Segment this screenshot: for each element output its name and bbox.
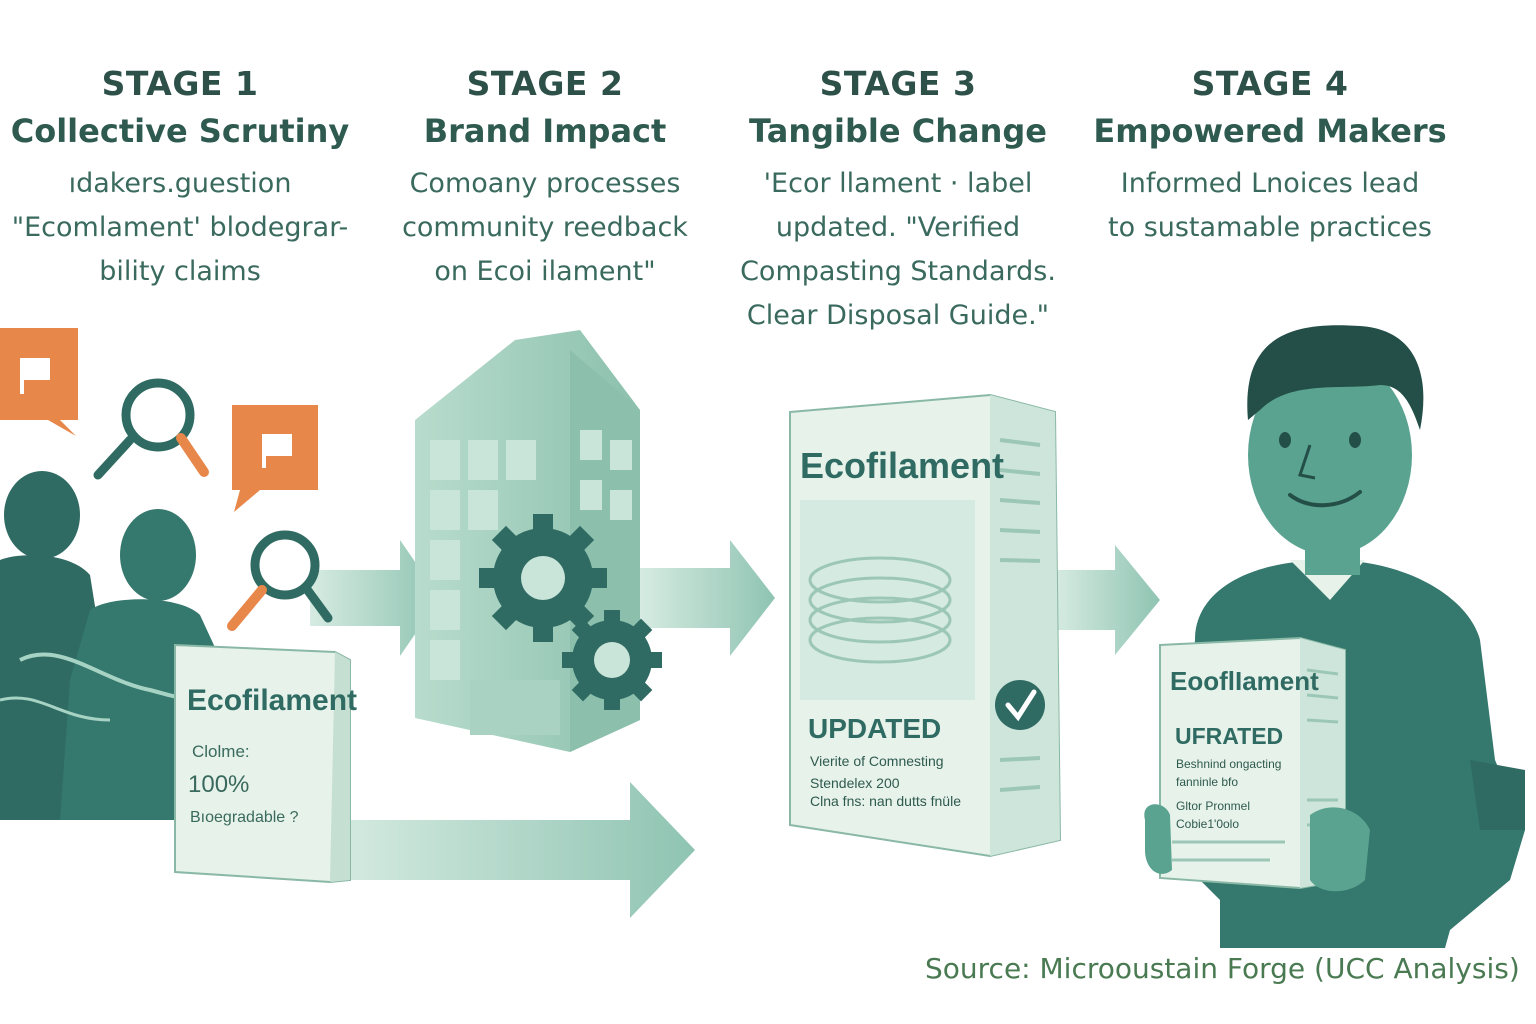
- arrow-icon: [330, 782, 695, 918]
- stage-2: STAGE 2 Brand Impact Comoany processes c…: [365, 62, 725, 294]
- box-brand: Ecofilament: [800, 445, 1004, 486]
- box-status: UFRATED: [1175, 723, 1283, 749]
- source-caption: Source: Microoustain Forge (UCC Analysis…: [925, 952, 1520, 985]
- box-line: Clolme:: [192, 742, 250, 761]
- box-line: 100%: [188, 771, 249, 798]
- box-line: Clna fns: nan dutts fnüle: [810, 793, 961, 809]
- stage-number: STAGE 2: [466, 64, 624, 103]
- stage-1: STAGE 1 Collective Scrutiny ıdakers.gues…: [0, 62, 360, 294]
- magnifier-icon: [93, 378, 209, 480]
- stage-4: STAGE 4 Empowered Makers Informed Lnoice…: [1090, 62, 1450, 250]
- stage-3: STAGE 3 Tangible Change 'Ecor llament · …: [718, 62, 1078, 338]
- stage-description: Informed Lnoices lead to sustamable prac…: [1108, 168, 1432, 243]
- box-brand: EooflIament: [1170, 666, 1319, 696]
- hands: [1144, 804, 1370, 892]
- stage-title: Tangible Change: [749, 112, 1047, 150]
- arrow-icon: [1055, 545, 1160, 655]
- box-line: Stendelex 200: [810, 775, 900, 791]
- stage-description: 'Ecor llament · label updated. "Verified…: [740, 168, 1056, 331]
- product-box-1: Ecofilament Clolme: 100% Bıoegradable ?: [174, 643, 357, 884]
- stage-title: Brand Impact: [423, 112, 667, 150]
- box-line: Cobie1'0olo: [1176, 817, 1239, 831]
- stage-description: ıdakers.guestion "Ecomlament' blodegrar-…: [11, 168, 349, 287]
- box-line: Gltor Pronmel: [1176, 799, 1250, 813]
- stage-title: Empowered Makers: [1093, 112, 1447, 150]
- arrow-icon: [640, 540, 775, 656]
- stage-number: STAGE 4: [1191, 64, 1349, 103]
- box-line: Bıoegradable ?: [190, 809, 299, 826]
- comment-icon: [0, 328, 78, 436]
- arrow-icon: [310, 540, 440, 656]
- checkmark-icon: [995, 680, 1045, 730]
- stage-number: STAGE 3: [819, 64, 977, 103]
- box-status: UPDATED: [808, 713, 941, 744]
- box-line: fanninle bfo: [1176, 775, 1238, 789]
- gear-icon: [562, 610, 662, 710]
- stage-description: Comoany processes community reedback on …: [402, 168, 688, 287]
- stage-number: STAGE 1: [101, 64, 259, 103]
- product-box-3: Ecofilament UPDATED Vierite of Comnestin…: [789, 393, 1062, 858]
- stage-title: Collective Scrutiny: [10, 112, 350, 150]
- magnifier-icon: [227, 530, 333, 631]
- box-line: Beshnind ongacting: [1176, 757, 1281, 771]
- gear-icon: [479, 514, 607, 642]
- box-brand: Ecofilament: [187, 684, 357, 717]
- comment-icon: [232, 405, 318, 512]
- box-line: Vierite of Comnesting: [810, 753, 944, 769]
